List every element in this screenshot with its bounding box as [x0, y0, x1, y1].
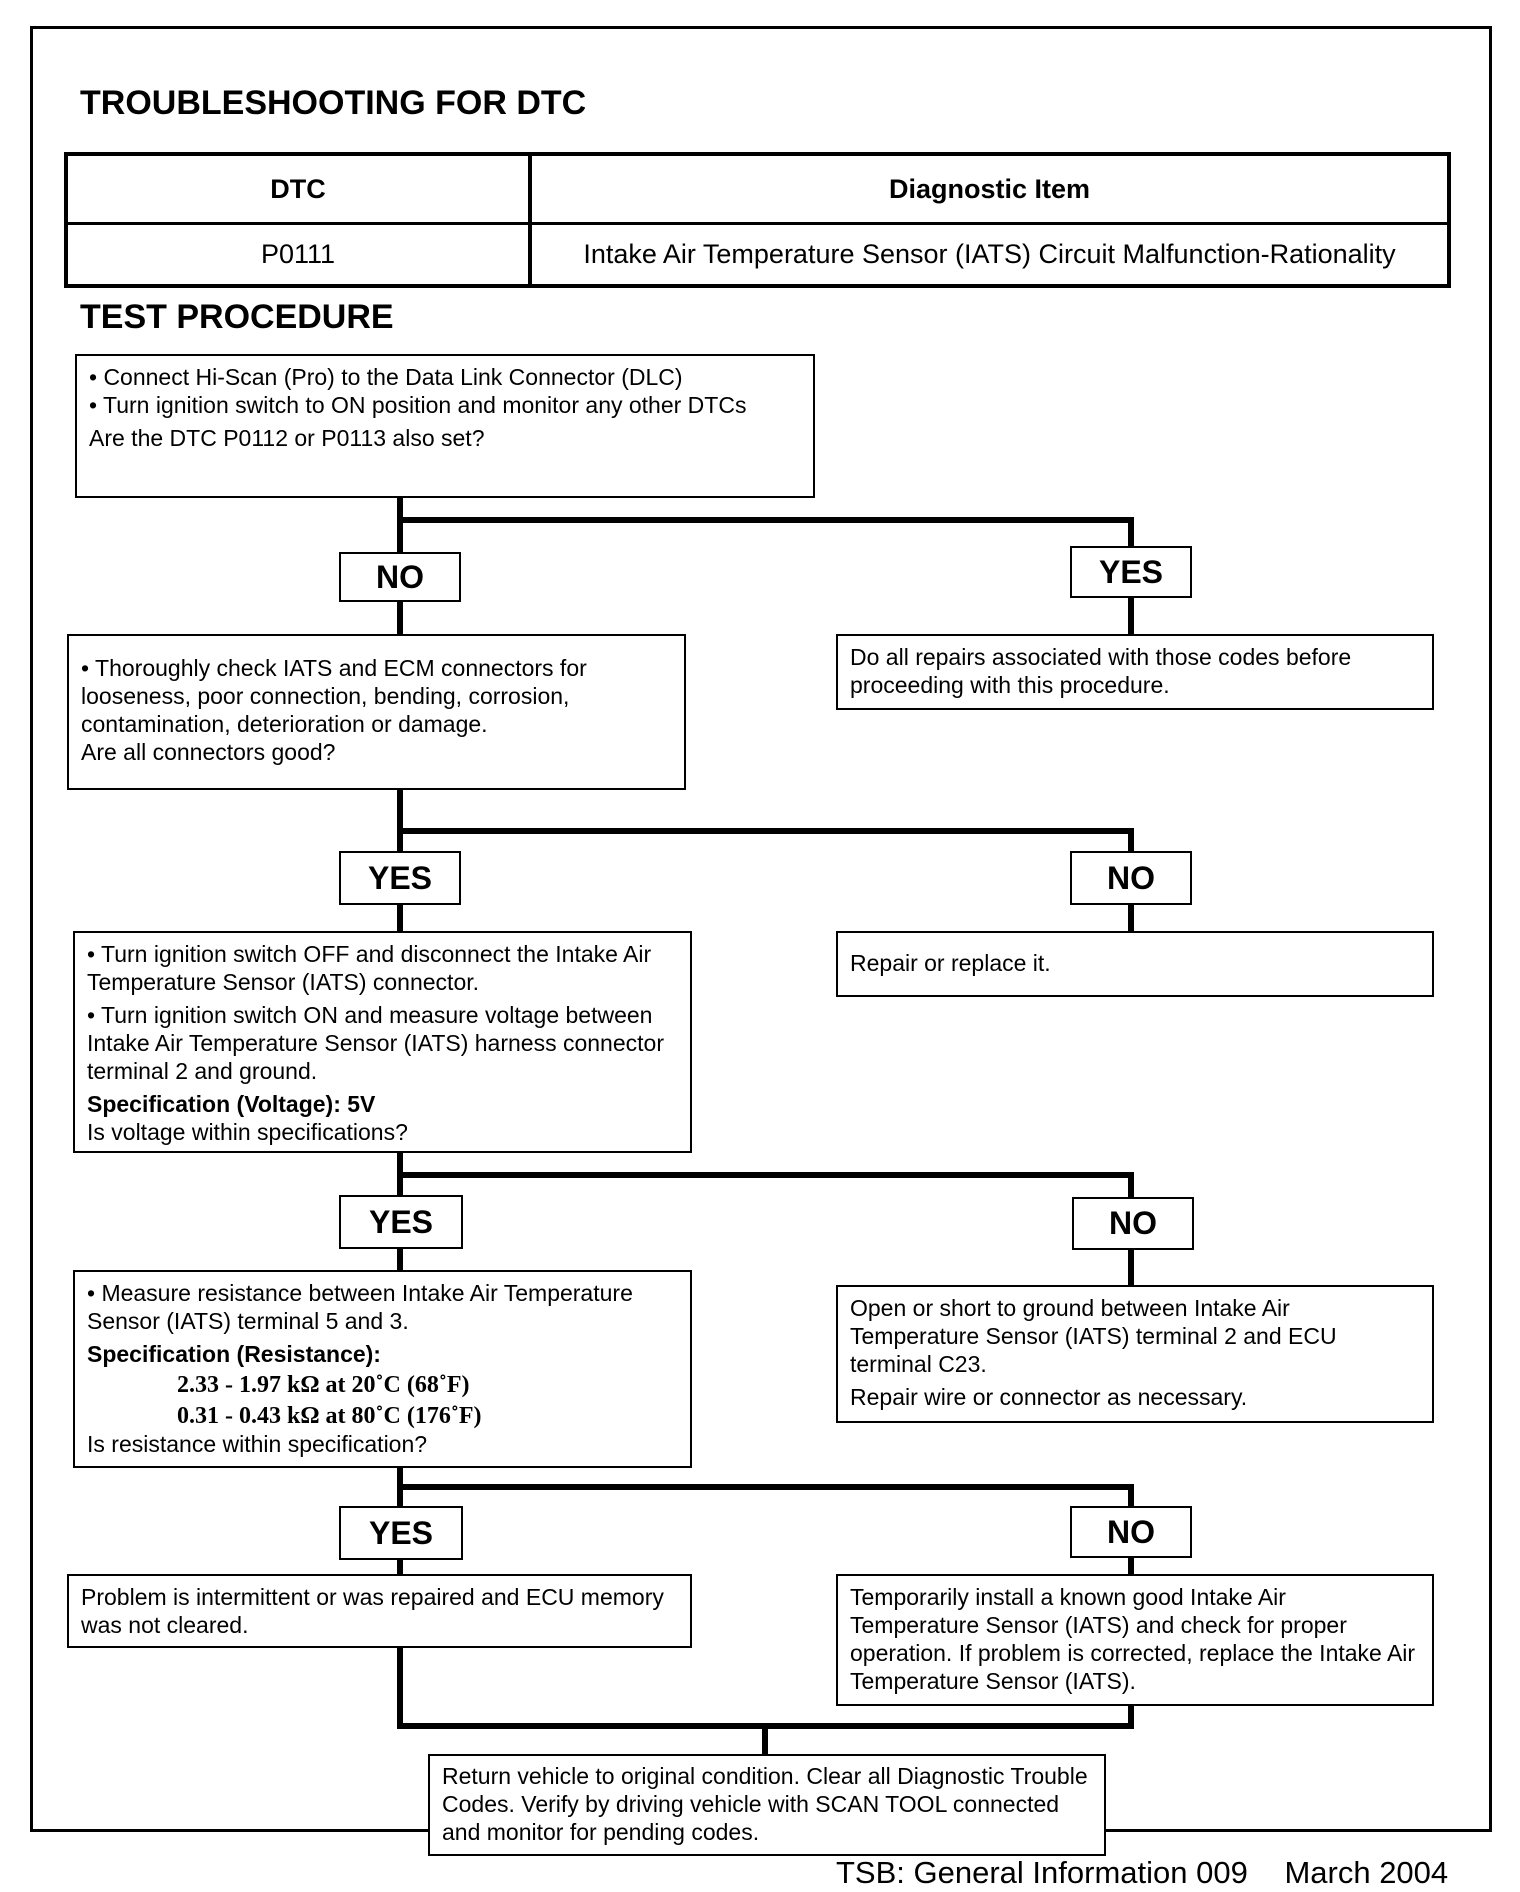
outcome-repair-replace-box: Repair or replace it. [836, 931, 1434, 997]
label-no: NO [339, 552, 461, 602]
label-no: NO [1072, 1197, 1194, 1250]
connector-line [397, 903, 403, 933]
step4-question: Is resistance within specification? [87, 1431, 428, 1457]
outcome-open-short-action: Repair wire or connector as necessary. [850, 1384, 1248, 1410]
step4-spec-80c: 0.31 - 0.43 kΩ at 80˚C (176˚F) [177, 1403, 482, 1429]
table-cell-dtc-code: P0111 [260, 239, 336, 269]
label-yes: YES [339, 851, 461, 905]
step2-text: • Thoroughly check IATS and ECM connecto… [81, 655, 587, 737]
connector-line [1128, 517, 1134, 554]
label-yes: YES [339, 1506, 463, 1560]
connector-line [397, 1246, 403, 1272]
table-divider [68, 222, 1447, 225]
connector-line [1128, 1172, 1134, 1198]
step1-line1: • Connect Hi-Scan (Pro) to the Data Link… [89, 364, 683, 390]
connector-line [1128, 1704, 1134, 1729]
outcome-repair-replace: Repair or replace it. [850, 950, 1051, 976]
section-title: TEST PROCEDURE [80, 298, 394, 336]
outcome-temp-install: Temporarily install a known good Intake … [850, 1584, 1416, 1694]
label-yes: YES [339, 1195, 463, 1249]
step4-bullet1: • Measure resistance between Intake Air … [87, 1280, 633, 1334]
step3-spec: Specification (Voltage): 5V [87, 1091, 376, 1117]
connector-line [1128, 903, 1134, 933]
connector-line [397, 1172, 1134, 1178]
step4-spec-20c: 2.33 - 1.97 kΩ at 20˚C (68˚F) [177, 1372, 470, 1398]
outcome-open-short-box: Open or short to ground between Intake A… [836, 1285, 1434, 1423]
step4-spec-title: Specification (Resistance): [87, 1341, 381, 1367]
connector-line [397, 517, 1134, 523]
final-step-text: Return vehicle to original condition. Cl… [442, 1763, 1088, 1845]
connector-line [1128, 828, 1134, 853]
step1-line2: • Turn ignition switch to ON position an… [89, 392, 747, 418]
label-no: NO [1070, 1506, 1192, 1558]
outcome-repair-codes: Do all repairs associated with those cod… [850, 644, 1352, 698]
outcome-intermittent-box: Problem is intermittent or was repaired … [67, 1574, 692, 1648]
connector-line [397, 1484, 1134, 1490]
step3-question: Is voltage within specifications? [87, 1119, 408, 1145]
table-header-diagnostic-item: Diagnostic Item [888, 173, 1091, 204]
footer: TSB: General Information 009 March 2004 [836, 1855, 1448, 1891]
outcome-open-short: Open or short to ground between Intake A… [850, 1295, 1337, 1377]
connector-line [1128, 597, 1134, 636]
label-no: NO [1070, 851, 1192, 905]
step1-box: • Connect Hi-Scan (Pro) to the Data Link… [75, 354, 815, 498]
page-frame [30, 26, 1492, 1832]
table-cell-diagnostic-item: Intake Air Temperature Sensor (IATS) Cir… [583, 239, 1396, 269]
connector-line [397, 1646, 403, 1729]
table-header-dtc: DTC [270, 173, 326, 204]
footer-tsb: TSB: General Information 009 [836, 1855, 1248, 1890]
label-yes: YES [1070, 546, 1192, 598]
outcome-intermittent: Problem is intermittent or was repaired … [81, 1584, 664, 1638]
step3-bullet1: • Turn ignition switch OFF and disconnec… [87, 941, 652, 995]
step4-box: • Measure resistance between Intake Air … [73, 1270, 692, 1468]
page-title: TROUBLESHOOTING FOR DTC [80, 84, 587, 122]
step1-question: Are the DTC P0112 or P0113 also set? [89, 425, 485, 451]
connector-line [1128, 1484, 1134, 1508]
final-step-box: Return vehicle to original condition. Cl… [428, 1754, 1106, 1856]
outcome-temp-install-box: Temporarily install a known good Intake … [836, 1574, 1434, 1706]
outcome-repair-codes-box: Do all repairs associated with those cod… [836, 634, 1434, 710]
connector-line [1128, 1248, 1134, 1286]
connector-line [397, 600, 403, 636]
connector-line [1128, 1556, 1134, 1576]
connector-line [397, 496, 403, 554]
connector-line [397, 828, 1134, 834]
connector-line [762, 1723, 768, 1756]
connector-line [397, 789, 403, 853]
step2-box: • Thoroughly check IATS and ECM connecto… [67, 634, 686, 790]
step2-question: Are all connectors good? [81, 739, 336, 765]
footer-date: March 2004 [1284, 1855, 1449, 1890]
table-divider [528, 156, 532, 284]
connector-line [397, 1558, 403, 1576]
step3-box: • Turn ignition switch OFF and disconnec… [73, 931, 692, 1153]
step3-bullet2: • Turn ignition switch ON and measure vo… [87, 1002, 664, 1084]
dtc-table: DTC Diagnostic Item P0111 Intake Air Tem… [64, 152, 1451, 288]
